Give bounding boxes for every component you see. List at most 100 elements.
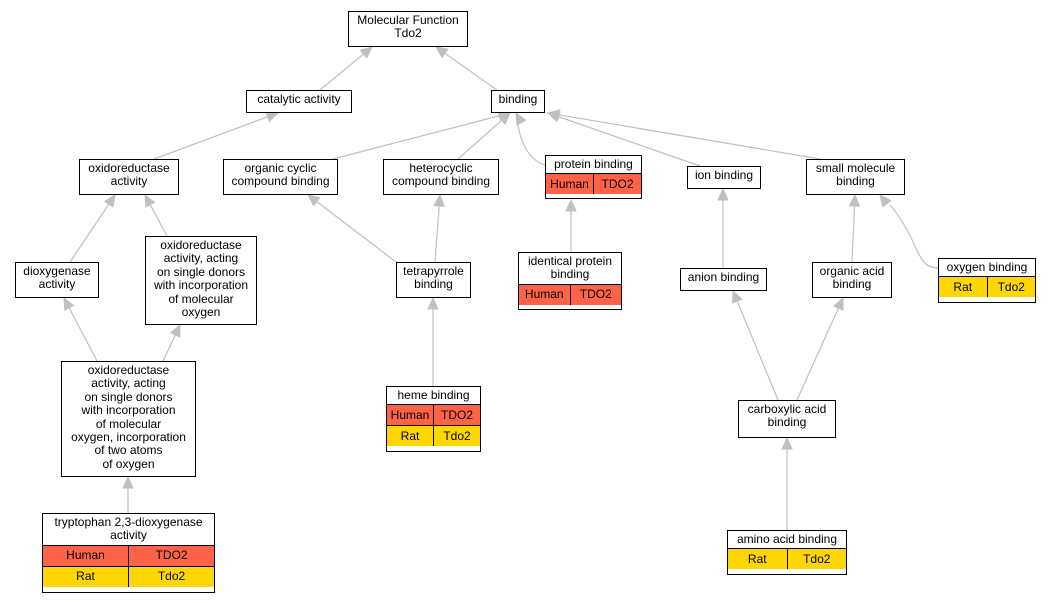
annotation-row-human: Human TDO2: [519, 283, 622, 305]
edge-identical-protein-to-protein-binding: [565, 198, 577, 252]
edge-arrowhead: [144, 193, 156, 208]
gene-cell[interactable]: Tdo2: [986, 277, 1036, 298]
edge-line: [434, 205, 440, 263]
edge-line: [68, 307, 98, 362]
edge-binding-to-root: [435, 46, 498, 91]
edge-dioxygenase-to-oxidoreductase: [69, 193, 116, 263]
edge-line: [889, 204, 939, 269]
edge-line: [796, 307, 840, 401]
gene-cell[interactable]: Tdo2: [433, 426, 480, 447]
species-cell: Human: [524, 287, 564, 302]
gene-cell[interactable]: TDO2: [433, 405, 480, 426]
node-label-line: small molecule: [815, 161, 896, 175]
edge-arrowhead: [433, 193, 445, 207]
edge-arrowhead: [103, 193, 116, 208]
edge-arrowhead: [122, 475, 134, 489]
edge-organic-cyclic-to-binding: [332, 110, 512, 160]
node-anion-binding[interactable]: anion binding: [680, 268, 767, 291]
gene-cell[interactable]: Tdo2: [128, 566, 214, 587]
node-oxidoreductase-two-atoms[interactable]: oxidoreductase activity, acting on singl…: [61, 361, 196, 477]
node-label-line: ion binding: [694, 168, 754, 182]
node-label-line: binding: [498, 92, 538, 106]
node-ion-binding[interactable]: ion binding: [687, 166, 761, 189]
node-label-line: organic acid: [819, 264, 885, 278]
edge-arrowhead: [515, 111, 527, 126]
edge-heterocyclic-to-binding: [457, 112, 511, 160]
annotation-row-rat: Rat Tdo2: [43, 565, 214, 587]
species-cell: Rat: [76, 569, 95, 584]
edge-arrowhead: [427, 296, 439, 310]
edge-tryptophan-to-oxido-two: [122, 475, 134, 513]
species-cell: Human: [66, 548, 105, 563]
node-catalytic-activity[interactable]: catalytic activity: [246, 90, 352, 113]
edge-anion-binding-to-ion-binding: [717, 187, 729, 268]
annotation-row-human: Human TDO2: [43, 544, 214, 566]
node-label-line: catalytic activity: [257, 92, 341, 106]
node-label-line: identical protein: [527, 254, 613, 268]
species-cell: Human: [390, 407, 430, 422]
node-label-line: carboxylic acid: [747, 402, 827, 416]
edge-protein-binding-to-binding: [515, 111, 546, 166]
edge-line: [69, 203, 110, 263]
node-binding[interactable]: binding: [491, 90, 545, 113]
node-label-line: oxygen, incorporation: [71, 430, 186, 445]
node-label-line: oxygen binding: [946, 260, 1028, 274]
edge-line: [558, 116, 701, 167]
edge-line: [736, 300, 779, 401]
edge-arrowhead: [359, 46, 373, 59]
species-cell: Rat: [953, 279, 973, 294]
edge-organic-acid-to-small-molecule: [848, 193, 861, 263]
node-oxidoreductase-single-donors[interactable]: oxidoreductase activity, acting on singl…: [145, 236, 257, 325]
edge-oxidoreductase-to-catalytic: [153, 111, 280, 160]
node-label-line: binding: [836, 174, 875, 189]
node-amino-acid-binding[interactable]: amino acid binding Rat Tdo2: [727, 530, 847, 575]
edge-small-molecule-to-binding: [546, 109, 821, 160]
edge-arrowhead: [546, 109, 561, 121]
edge-line: [149, 204, 168, 237]
gene-cell[interactable]: TDO2: [128, 545, 214, 566]
node-label-line: compound binding: [231, 174, 330, 189]
edge-line: [332, 115, 500, 160]
gene-cell[interactable]: TDO2: [569, 284, 622, 305]
gene-cell[interactable]: Tdo2: [786, 549, 847, 570]
edge-line: [517, 123, 546, 166]
node-label-line: on single donors: [156, 264, 246, 279]
node-label-line: anion binding: [687, 270, 760, 284]
edge-line: [851, 205, 856, 263]
node-label-line: organic cyclic: [244, 161, 317, 175]
species-cell: Rat: [747, 551, 767, 566]
node-oxygen-binding[interactable]: oxygen binding Rat Tdo2: [938, 258, 1036, 303]
edge-tetrapyrrole-to-heterocyclic: [433, 193, 445, 263]
edge-line: [457, 119, 503, 160]
edge-carboxylic-to-anion-binding: [732, 289, 779, 401]
edge-oxido-two-to-oxido-single: [162, 323, 181, 362]
edge-arrowhead: [265, 111, 280, 123]
node-label-line: oxidoreductase: [88, 161, 170, 175]
node-label-line: tetrapyrrole: [403, 264, 464, 278]
edge-tetrapyrrole-to-organic-cyclic: [307, 194, 401, 266]
edge-line: [162, 334, 176, 362]
edge-arrowhead: [717, 187, 729, 201]
edge-arrowhead: [833, 296, 844, 311]
edge-arrowhead: [169, 323, 181, 338]
node-label-line: oxidoreductase: [87, 363, 170, 377]
node-label-line: Molecular Function: [357, 13, 459, 27]
gene-cell[interactable]: TDO2: [593, 174, 641, 195]
node-label-line: activity: [110, 174, 148, 189]
node-label-line: amino acid binding: [736, 532, 838, 546]
edge-carboxylic-to-organic-acid: [796, 296, 844, 401]
